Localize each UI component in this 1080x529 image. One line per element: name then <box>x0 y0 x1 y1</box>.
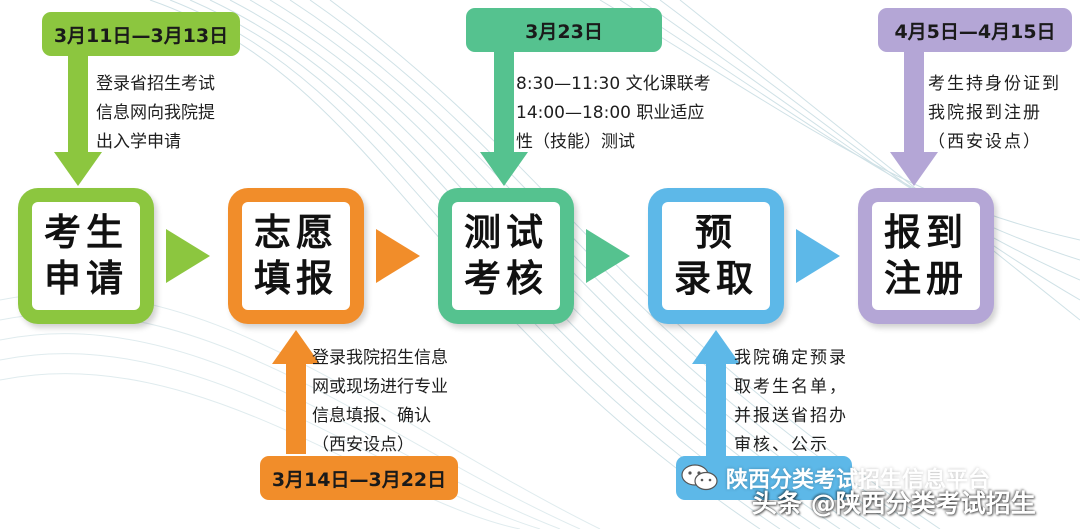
stage-box-admit: 预 录取 <box>648 188 784 324</box>
date-tag-fill: 3月14日—3月22日 <box>260 456 458 500</box>
note-register: 考生持身份证到 我院报到注册 （西安设点） <box>928 74 1061 152</box>
note-fill: 登录我院招生信息 网或现场进行专业 信息填报、确认 （西安设点） <box>312 348 448 455</box>
stage-label-fill-2: 填报 <box>254 257 338 300</box>
watermark-source: 陕西分类考试招生信息平台 <box>726 468 991 493</box>
stage-box-apply: 考生 申请 <box>18 188 154 324</box>
wechat-icon <box>681 464 718 491</box>
date-tag-register: 4月5日—4月15日 <box>878 8 1072 52</box>
stage-label-fill-1: 志愿 <box>254 210 338 254</box>
stage-box-test: 测试 考核 <box>438 188 574 324</box>
connector-arrow-1 <box>166 229 210 283</box>
date-tag-test: 3月23日 <box>466 8 662 52</box>
stage-label-apply-2: 申请 <box>44 257 128 300</box>
stage-label-test-2: 考核 <box>464 257 548 300</box>
arrow-up-fill <box>272 330 320 454</box>
connector-arrow-3 <box>586 229 630 283</box>
stage-label-register-2: 注册 <box>884 257 968 300</box>
note-test: 8:30—11:30 文化课联考 14:00—18:00 职业适应 性（技能）测… <box>516 74 711 152</box>
stage-label-register-1: 报到 <box>884 210 968 254</box>
arrow-down-register <box>890 52 938 186</box>
stage-label-admit-1: 预 <box>695 210 737 254</box>
stage-label-admit-2: 录取 <box>674 257 758 300</box>
note-apply: 登录省招生考试 信息网向我院提 出入学申请 <box>96 74 215 152</box>
stage-label-apply-1: 考生 <box>44 210 128 254</box>
connector-arrow-4 <box>796 229 840 283</box>
arrow-up-admit <box>692 330 740 470</box>
connector-arrow-2 <box>376 229 420 283</box>
note-admit: 我院确定预录 取考生名单， 并报送省招办 审核、公示 <box>734 348 848 455</box>
stage-label-test-1: 测试 <box>464 210 548 254</box>
arrow-down-test <box>480 52 528 186</box>
date-tag-apply: 3月11日—3月13日 <box>42 12 240 56</box>
arrow-down-apply <box>54 56 102 186</box>
watermark-credit: 头条 @陕西分类考试招生 <box>752 489 1036 518</box>
stage-box-fill: 志愿 填报 <box>228 188 364 324</box>
stage-box-register: 报到 注册 <box>858 188 994 324</box>
